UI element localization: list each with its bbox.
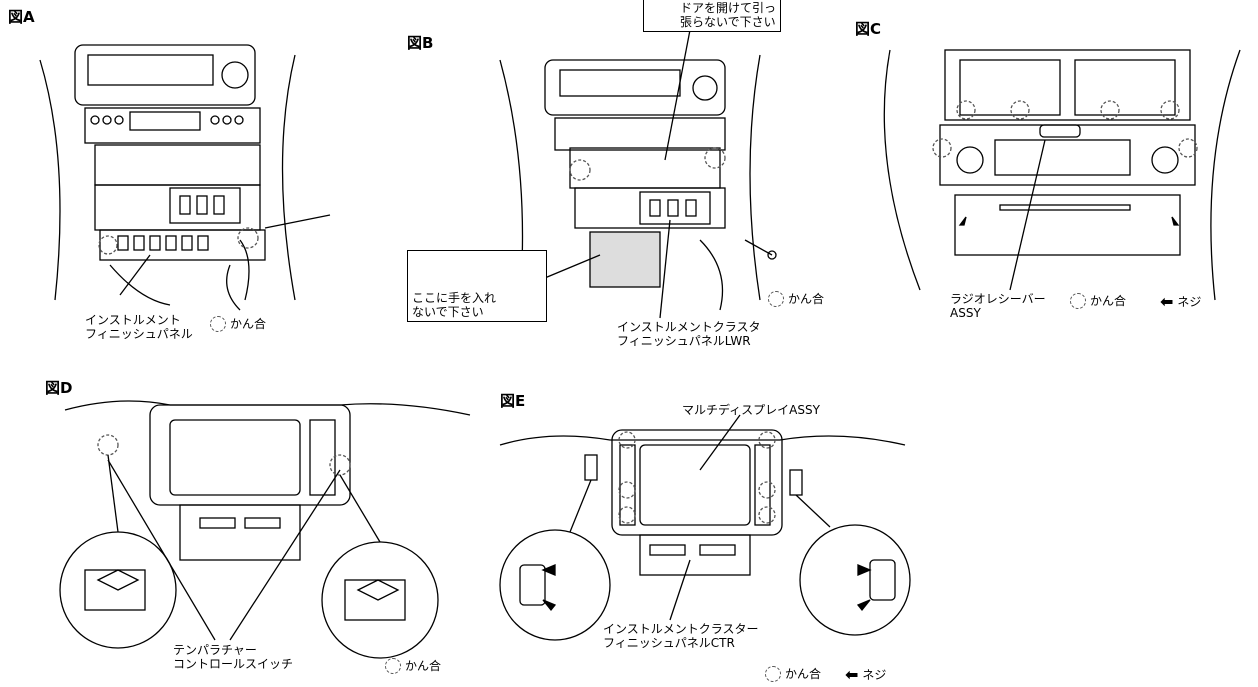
screw-arrow-icon: ⬅ [1160, 292, 1174, 311]
figure-c-legend-clip: かん合 [1070, 292, 1126, 309]
clip-circle-icon [1070, 292, 1086, 309]
screw-arrow-icon: ⬅ [845, 665, 859, 684]
figure-a-title: 図A [8, 8, 35, 26]
clip-circle-icon [385, 657, 401, 674]
figure-d-legend: かん合 [385, 657, 441, 674]
figure-b-legend: かん合 [768, 290, 824, 307]
clip-circle-icon [765, 665, 781, 682]
figure-b-part-label: インストルメントクラスタ フィニッシュパネルLWR [617, 320, 761, 348]
clip-circle-icon [768, 290, 784, 307]
figure-b-drawing [499, 29, 777, 319]
figure-a-legend: かん合 [210, 315, 266, 332]
figure-c-part-label: ラジオレシーバー ASSY [950, 292, 1046, 320]
figure-e-top-label: マルチディスプレイASSY [682, 403, 820, 417]
clip-circle-icon [210, 315, 226, 332]
warning-bottom-box: ここに手を入れ ないで下さい [407, 250, 547, 322]
figure-d-title: 図D [45, 379, 73, 397]
figure-a-drawing [39, 44, 331, 311]
figure-b-title: 図B [407, 34, 434, 52]
figure-d-drawing [59, 400, 471, 659]
figure-a-part-label: インストルメント フィニッシュパネル [85, 313, 193, 341]
warning-top-box: ドアを開けて引っ 張らないで下さい [643, 0, 782, 32]
figure-e-part-label: インストルメントクラスター フィニッシュパネルCTR [603, 622, 759, 650]
figure-e-title: 図E [500, 392, 526, 410]
figure-c-drawing [883, 49, 1241, 301]
figure-e-drawing [499, 414, 911, 641]
figure-c-legend-screw: ⬅ ネジ [1160, 292, 1202, 311]
figure-c-title: 図C [855, 20, 882, 38]
figure-d-part-label: テンパラチャー コントロールスイッチ [173, 643, 294, 671]
figure-e-legend-clip: かん合 [765, 665, 821, 682]
figure-e-legend-screw: ⬅ ネジ [845, 665, 887, 684]
